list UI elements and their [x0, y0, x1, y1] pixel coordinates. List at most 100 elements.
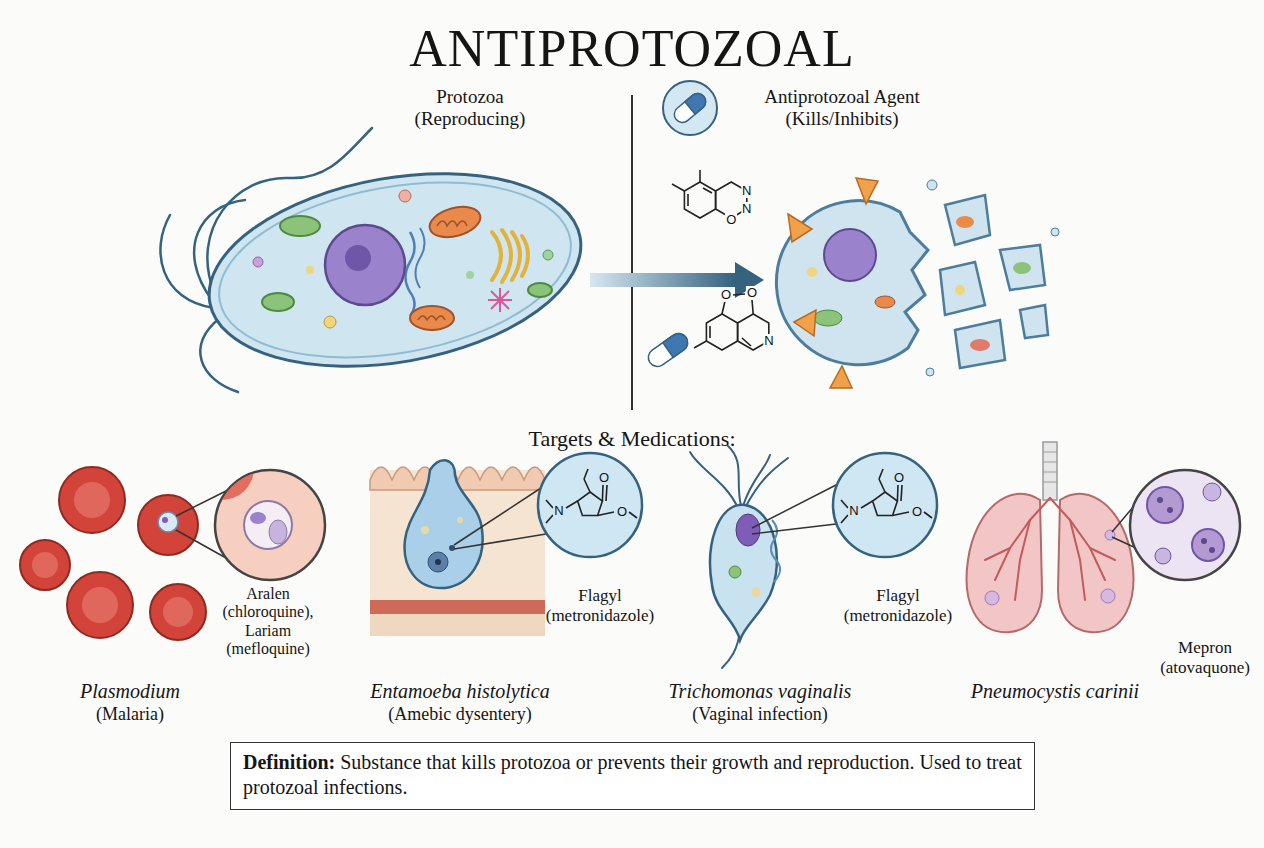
- amoeba-part: [421, 526, 429, 534]
- atom-symbol: O: [598, 471, 610, 485]
- atom-symbol: O: [720, 288, 732, 302]
- trichomonas-part: [751, 587, 761, 597]
- lungs-part-part: [1070, 520, 1085, 600]
- divider-line: [631, 95, 633, 410]
- destroyed-cell-part: [875, 296, 895, 308]
- molecule-structure-part: [901, 485, 902, 501]
- molecule-structure-part: [566, 501, 578, 508]
- protozoa-cell-part: [543, 250, 553, 260]
- disease-name: (Amebic dysentery): [330, 704, 590, 725]
- magnifier-inset-part: [1157, 497, 1163, 503]
- magnifier-inset-part: [244, 501, 292, 549]
- molecule-structure-part: [879, 479, 885, 492]
- definition-text: Definition:Substance that kills protozoa…: [243, 750, 1022, 800]
- protozoa-cell-part: [410, 306, 454, 330]
- molecule-structure-part: [684, 182, 715, 218]
- destroyed-cell-part-part: [830, 366, 852, 388]
- magnifier-inset-part: [1130, 470, 1240, 580]
- amoeba: [405, 460, 546, 588]
- process-arrow-part: [590, 273, 735, 287]
- definition-box: Definition:Substance that kills protozoa…: [230, 742, 1035, 810]
- molecule-structure-part: [706, 314, 737, 350]
- molecule-structure-part: [602, 485, 604, 501]
- protozoa-cell-part: [194, 147, 596, 393]
- trichomonas: [690, 446, 838, 668]
- molecule-structure-part: [629, 512, 637, 518]
- red-blood-cells-part: [59, 467, 125, 533]
- atom-symbol: O: [893, 471, 905, 485]
- molecule-structure: [672, 170, 747, 218]
- protozoa-cell-part-part: [492, 232, 501, 280]
- protozoa-cell-part: [488, 288, 512, 312]
- destroyed-cell-part: [788, 178, 878, 388]
- amoeba-part: [454, 534, 546, 549]
- molecule-structure-part: [841, 500, 848, 508]
- protozoa-cell-part: [306, 266, 314, 274]
- magnifier-inset: [1130, 470, 1240, 580]
- destroyed-cell-part-part: [945, 195, 990, 245]
- molecule-structure: [694, 294, 769, 350]
- panel-heading: Antiprotozoal Agent (Kills/Inhibits): [737, 86, 947, 130]
- molecule-structure-part: [841, 515, 848, 523]
- amoeba-part: [449, 545, 455, 551]
- red-blood-cells-part: [162, 517, 168, 523]
- destroyed-cell-part-part: [856, 178, 878, 204]
- atom-symbol: O: [911, 505, 923, 519]
- destroyed-cell-part: [926, 368, 934, 376]
- red-blood-cells-part: [150, 584, 206, 640]
- trichomonas-part: [771, 520, 780, 582]
- destroyed-cell-part: [776, 201, 928, 365]
- destroyed-cell-part: [927, 180, 937, 190]
- magnifier-inset-part: [1155, 548, 1171, 564]
- lungs-part: [1043, 452, 1057, 482]
- molecule-structure-part: [733, 294, 745, 295]
- amoeba-part: [435, 559, 441, 565]
- lungs-part: [967, 494, 1042, 632]
- organism-name: Plasmodium: [10, 680, 250, 703]
- protozoa-cell-part: [399, 190, 411, 202]
- trichomonas-part: [710, 505, 777, 640]
- molecule-structure-part: [584, 479, 590, 492]
- panel-heading: Protozoa (Reproducing): [395, 86, 545, 130]
- magnifier-inset-part: [1147, 487, 1183, 523]
- lungs-part-part: [1043, 472, 1057, 473]
- intestine-tissue-part: [370, 614, 545, 636]
- protozoa-cell-part: [437, 221, 467, 226]
- destroyed-cell-part: [824, 229, 876, 281]
- destroyed-cell-part-part: [940, 262, 985, 315]
- atom-symbol: O: [746, 286, 758, 300]
- protozoa-cell-part-part: [160, 215, 214, 308]
- trichomonas-part-part: [690, 452, 738, 508]
- trichomonas-part: [736, 514, 760, 546]
- trichomonas-part-part: [728, 446, 741, 506]
- lungs-part: [1058, 494, 1133, 632]
- molecule-structure: [841, 469, 932, 523]
- molecule-structure-part: [546, 515, 553, 523]
- trichomonas-part-part: [743, 455, 770, 506]
- red-blood-cells-part: [32, 552, 58, 578]
- pill-icon-part: [671, 90, 709, 125]
- trichomonas-part: [690, 446, 788, 668]
- destroyed-cell-part-part: [788, 214, 812, 242]
- pill-icon: [645, 330, 691, 370]
- protozoa-cell-part-part: [194, 147, 596, 393]
- molecule-structure-part: [578, 492, 603, 516]
- trichomonas-part: [729, 566, 741, 578]
- lungs-part-part: [1050, 498, 1105, 580]
- lungs-part-part: [1043, 452, 1057, 453]
- magnifier-inset-part: [269, 520, 287, 544]
- definition-term: Definition:: [243, 751, 335, 773]
- drug-label: Mepron (atovaquone): [1150, 638, 1260, 677]
- destroyed-cell-part: [955, 285, 965, 295]
- destroyed-cell-part: [970, 339, 990, 351]
- destroyed-cell-part: [1013, 262, 1031, 274]
- protozoa-cell-part-part: [491, 291, 509, 309]
- protozoa-cell-part: [426, 202, 483, 243]
- molecule-structure-part: [897, 485, 899, 501]
- protozoa-cell-part-part: [512, 232, 520, 280]
- protozoa-cell-part: [262, 293, 294, 311]
- magnifier-inset-part: [250, 512, 266, 524]
- destroyed-cell-part: [814, 310, 842, 326]
